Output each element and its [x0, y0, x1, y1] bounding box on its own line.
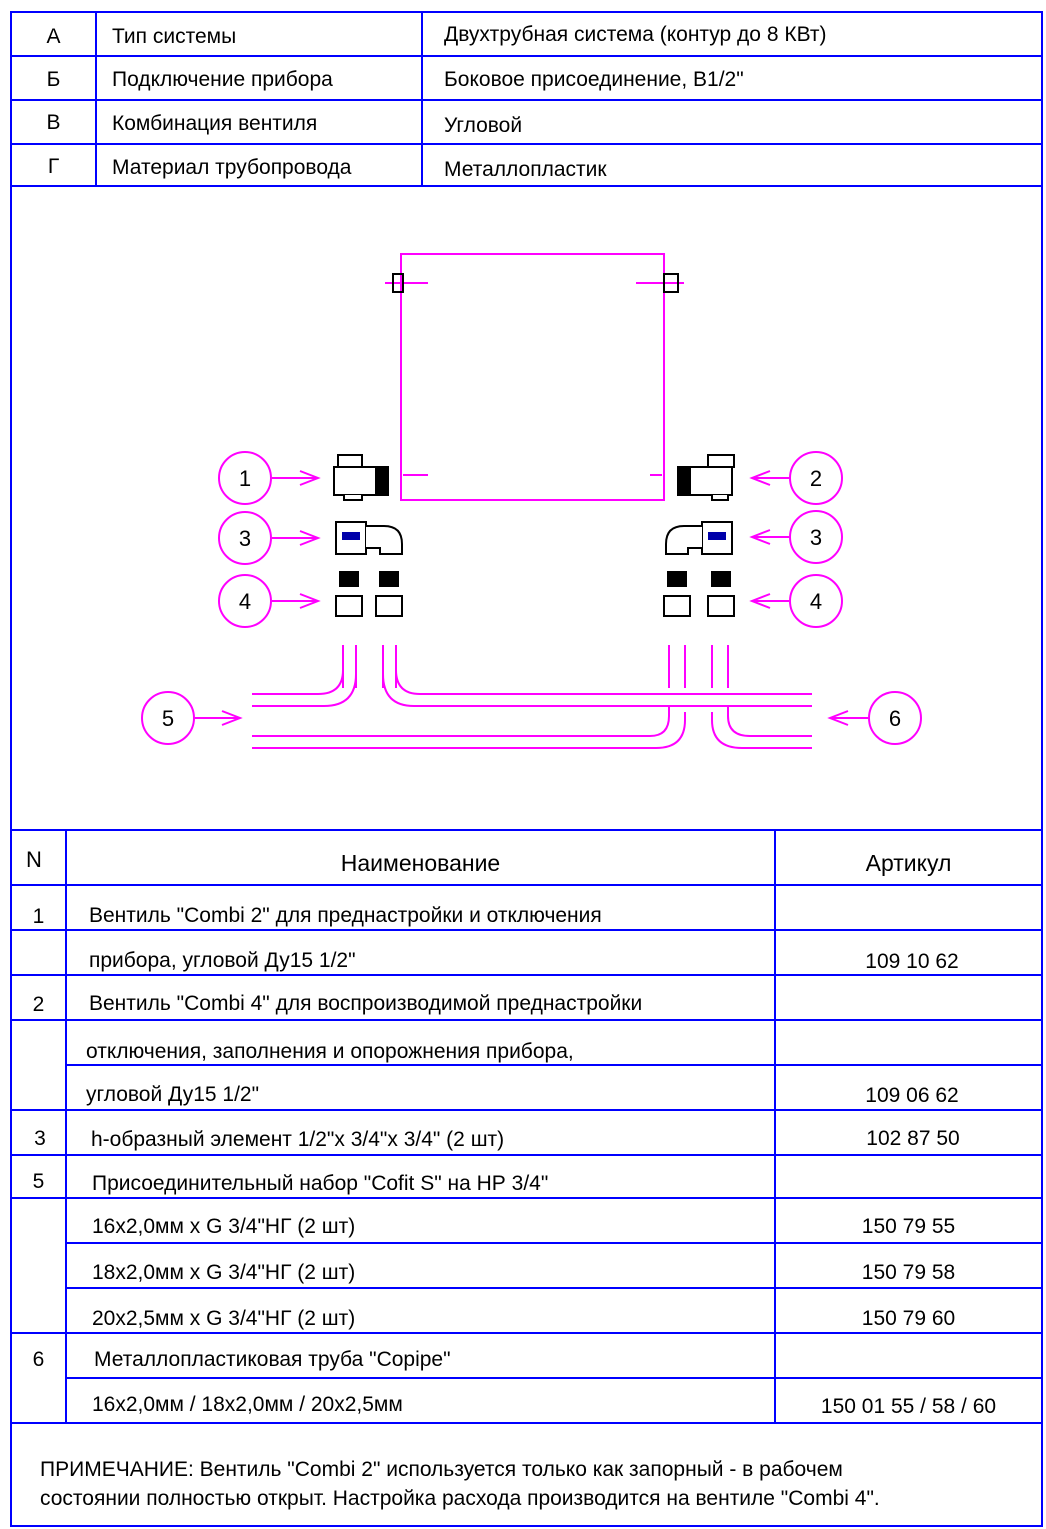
supply-pipe-bottom	[252, 706, 812, 749]
note-line-1: ПРИМЕЧАНИЕ: Вентиль "Combi 2" использует…	[40, 1458, 843, 1481]
callout-circle-4-left	[218, 574, 272, 628]
parts-row-name: Вентиль "Combi 4" для воспроизводимой пр…	[89, 992, 643, 1015]
parts-row-name: 20x2,5мм x G 3/4"НГ (2 шт)	[92, 1307, 356, 1330]
parts-row-name: Вентиль "Combi 2" для преднастройки и от…	[89, 904, 602, 927]
spec-value-connection: Боковое присоединение, B1/2"	[444, 68, 744, 91]
parts-row-name: угловой Ду15 1/2"	[86, 1083, 260, 1106]
supply-pipe-left	[342, 645, 729, 688]
compression-fittings	[335, 571, 735, 617]
note-line-2: состоянии полностью открыт. Настройка ра…	[40, 1487, 880, 1510]
parts-row-name: 16x2,0мм x G 3/4"НГ (2 шт)	[92, 1215, 356, 1238]
parts-row-name: 16x2,0мм / 18x2,0мм / 20x2,5мм	[92, 1393, 403, 1416]
return-pipe-top	[252, 650, 812, 707]
parts-row-article: 109 10 62	[865, 950, 959, 973]
parts-row-name: Присоединительный набор "Cofit S" на НР …	[92, 1172, 549, 1195]
callout-label-3-left: 3	[238, 526, 252, 551]
parts-row-n: 6	[32, 1348, 45, 1371]
callout-arrows	[195, 470, 868, 726]
valve-combi-4	[677, 454, 735, 501]
spec-label-connection: Подключение прибора	[112, 68, 333, 91]
spec-label-pipe-material: Материал трубопровода	[112, 156, 352, 179]
valve-combi-2	[333, 454, 389, 501]
parts-row-name: отключения, заполнения и опорожнения при…	[86, 1040, 574, 1063]
callout-circle-4-right	[789, 574, 843, 628]
callout-label-3-right: 3	[809, 525, 823, 550]
spec-key-g: Г	[47, 155, 60, 178]
parts-row-name: h-образный элемент 1/2"x 3/4"x 3/4" (2 ш…	[91, 1128, 505, 1151]
callout-circle-6	[868, 691, 922, 745]
parts-row-name: 18x2,0мм x G 3/4"НГ (2 шт)	[92, 1261, 356, 1284]
parts-row-n: 1	[32, 905, 45, 928]
parts-row-article: 109 06 62	[865, 1084, 959, 1107]
callout-label-1: 1	[238, 466, 252, 491]
callout-circle-2	[789, 451, 843, 505]
spec-key-b: Б	[46, 68, 61, 91]
radiator-outline	[400, 253, 665, 501]
parts-row-article: 150 79 60	[861, 1307, 956, 1330]
parts-header-article: Артикул	[865, 850, 952, 876]
spec-key-a: А	[46, 25, 61, 48]
callout-circle-3-right	[789, 510, 843, 564]
spec-label-system-type: Тип системы	[112, 25, 237, 48]
spec-value-valve-combination: Угловой	[444, 114, 523, 137]
parts-row-article: 150 79 58	[861, 1261, 956, 1284]
h-element-left	[335, 521, 403, 555]
parts-header-n: N	[26, 847, 42, 872]
parts-row-article: 102 87 50	[866, 1127, 960, 1150]
parts-row-name: Металлопластиковая труба "Copipe"	[94, 1348, 451, 1371]
spec-value-pipe-material: Металлопластик	[444, 158, 607, 181]
parts-row-n: 3	[34, 1127, 46, 1150]
parts-row-n: 5	[32, 1170, 45, 1193]
parts-row-name: прибора, угловой Ду15 1/2"	[89, 949, 356, 972]
parts-row-article: 150 01 55 / 58 / 60	[820, 1395, 997, 1418]
callout-circle-1	[218, 451, 272, 505]
parts-header-name: Наименование	[340, 850, 501, 876]
callout-label-2: 2	[809, 466, 823, 491]
h-element-right	[665, 521, 733, 555]
callout-label-4-left: 4	[238, 589, 252, 614]
callout-label-6: 6	[888, 706, 902, 731]
spec-key-v: В	[46, 111, 61, 134]
spec-label-valve-combination: Комбинация вентиля	[112, 112, 318, 135]
parts-row-n: 2	[32, 993, 45, 1016]
spec-value-system-type: Двухтрубная система (контур до 8 КВт)	[444, 23, 827, 46]
callout-label-5: 5	[161, 706, 175, 731]
callout-circle-3-left	[218, 511, 272, 565]
callout-label-4-right: 4	[809, 589, 823, 614]
parts-row-article: 150 79 55	[861, 1215, 956, 1238]
callout-circle-5	[141, 691, 195, 745]
